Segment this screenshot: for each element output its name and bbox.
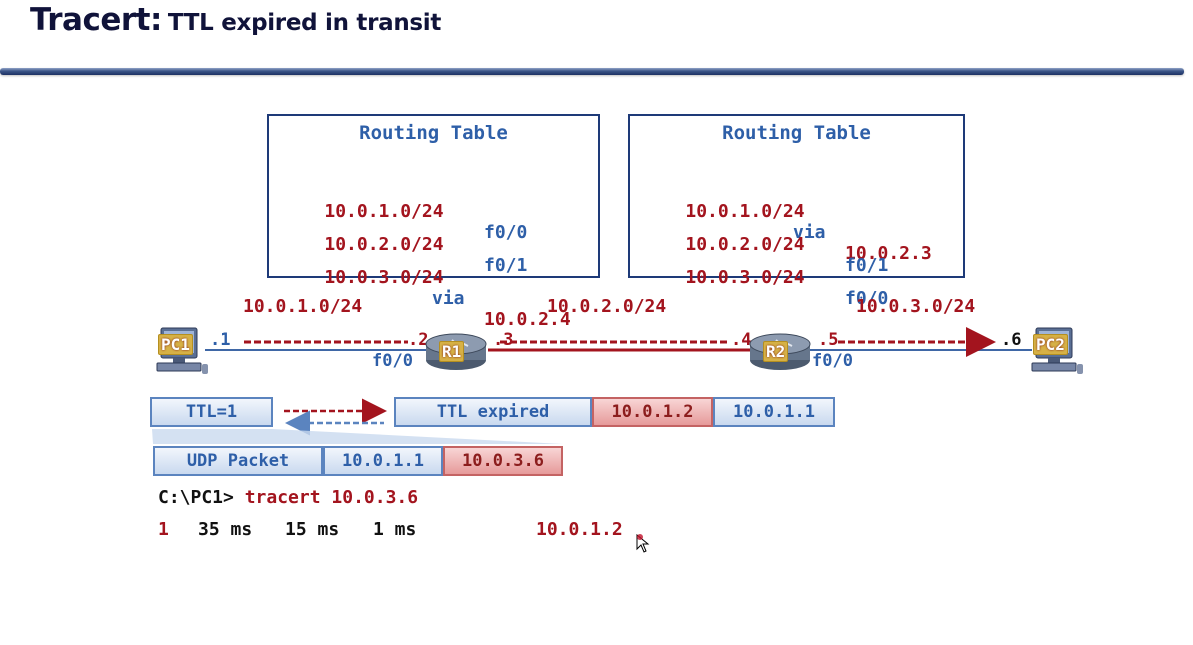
route-network: 10.0.2.0/24 — [685, 234, 805, 255]
routing-row: 10.0.1.0/24 via 10.0.2.3 — [642, 180, 931, 264]
route-network: 10.0.1.0/24 — [685, 201, 805, 222]
route-network: 10.0.3.0/24 — [685, 267, 805, 288]
route-next: f0/1 — [845, 255, 889, 276]
network-label-1: 10.0.1.0/24 — [243, 296, 363, 317]
rtt-2: 15 ms — [285, 519, 340, 540]
pc1-device: PC1 — [155, 326, 213, 378]
addr-r1-left: .2 — [408, 330, 429, 350]
addr-pc2: .6 — [1001, 330, 1022, 350]
route-via: via — [432, 288, 465, 309]
reply-type: TTL expired — [394, 397, 592, 427]
ttl-field: TTL=1 — [150, 397, 273, 427]
route-via: via — [793, 222, 826, 243]
routing-table-title: Routing Table — [359, 122, 508, 144]
if-r2: f0/0 — [812, 351, 853, 371]
rtt-3: 1 ms — [373, 519, 417, 540]
r2-device: R2 — [748, 330, 812, 372]
mouse-cursor-icon — [636, 534, 650, 553]
routing-row: 10.0.3.0/24 via 10.0.2.4 — [281, 246, 570, 330]
r2-label: R2 — [763, 341, 789, 362]
pc2-label: PC2 — [1033, 334, 1068, 355]
command-prompt: C:\PC1> — [158, 487, 234, 508]
route-next: f0/0 — [484, 222, 528, 243]
route-network: 10.0.2.0/24 — [324, 234, 444, 255]
tracert-result: 1 35 ms 15 ms 1 ms 10.0.1.2 — [158, 519, 678, 543]
title-divider — [0, 68, 1184, 75]
route-next: 10.0.2.4 — [484, 309, 571, 330]
reply-dst: 10.0.1.1 — [713, 397, 835, 427]
command-line: C:\PC1> tracert 10.0.3.6 — [158, 487, 418, 508]
r1-label: R1 — [439, 341, 465, 362]
title-sub: TTL expired in transit — [167, 10, 442, 36]
routing-table-r1: Routing Table 10.0.1.0/24 f0/0 10.0.2.0/… — [267, 114, 600, 330]
routing-row: 10.0.1.0/24 f0/0 — [281, 180, 527, 243]
addr-r1-right: .3 — [493, 330, 514, 350]
title-main: Tracert: — [30, 2, 162, 38]
route-next: f0/0 — [845, 288, 889, 309]
if-r1: f0/0 — [372, 351, 413, 371]
packet-encapsulation-shade — [152, 429, 563, 444]
network-label-2: 10.0.2.0/24 — [547, 296, 667, 317]
network-label-3: 10.0.3.0/24 — [856, 296, 976, 317]
route-next: 10.0.2.3 — [845, 243, 932, 264]
routing-row: 10.0.3.0/24 f0/0 — [642, 246, 888, 309]
routing-table-title: Routing Table — [722, 122, 871, 144]
request-dst: 10.0.3.6 — [443, 446, 563, 476]
reply-src: 10.0.1.2 — [592, 397, 713, 427]
routing-row: 10.0.2.0/24 f0/1 — [642, 213, 888, 276]
pc2-device: PC2 — [1030, 326, 1092, 378]
addr-r2-left: .4 — [731, 330, 752, 350]
hop-address: 10.0.1.2 — [536, 519, 623, 540]
r1-device: R1 — [424, 330, 488, 372]
routing-row: 10.0.2.0/24 f0/1 — [281, 213, 527, 276]
pc1-label: PC1 — [158, 334, 193, 355]
command-text: tracert 10.0.3.6 — [244, 487, 419, 508]
request-type: UDP Packet — [153, 446, 323, 476]
addr-pc1: .1 — [210, 330, 231, 350]
slide-title: Tracert:TTL expired in transit — [30, 2, 441, 38]
rtt-1: 35 ms — [198, 519, 253, 540]
addr-r2-right: .5 — [818, 330, 839, 350]
route-network: 10.0.1.0/24 — [324, 201, 444, 222]
request-src: 10.0.1.1 — [323, 446, 443, 476]
route-next: f0/1 — [484, 255, 528, 276]
routing-table-r2: Routing Table 10.0.1.0/24 via 10.0.2.3 1… — [628, 114, 965, 309]
route-network: 10.0.3.0/24 — [324, 267, 444, 288]
hop-number: 1 — [158, 519, 169, 540]
